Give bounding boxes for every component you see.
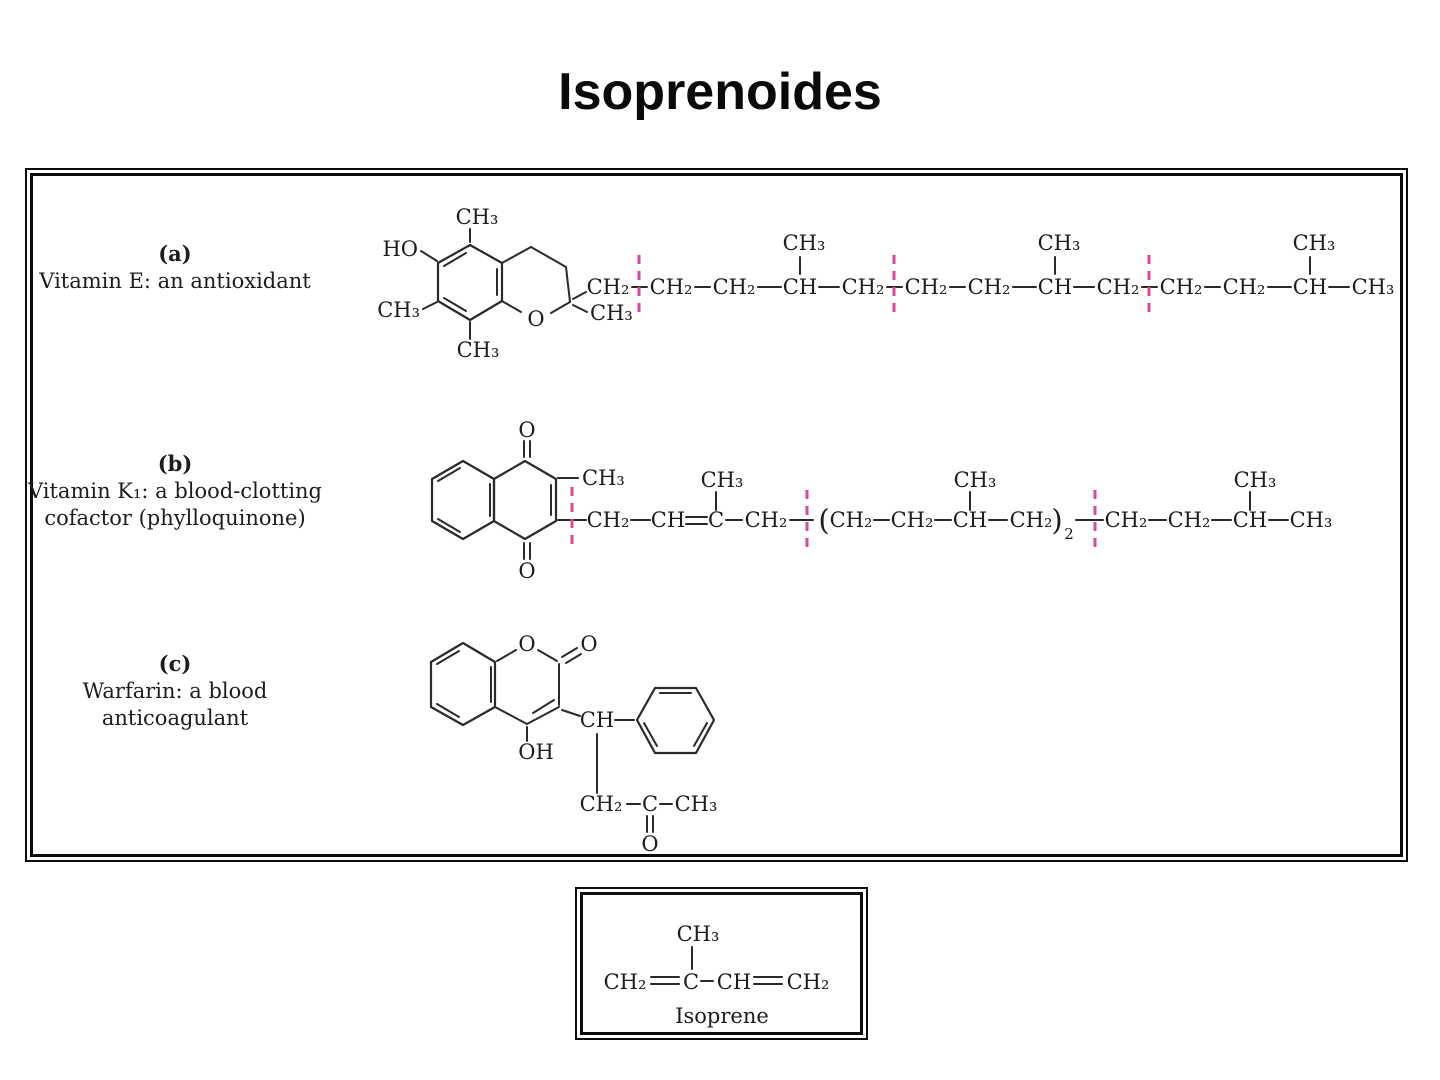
- chain-group: CH₂: [891, 508, 934, 532]
- chain-group: CH₂: [830, 508, 873, 532]
- main-figure-box-inner: [30, 173, 1403, 857]
- branch-methyl: CH₃: [954, 468, 997, 492]
- paren-close: ): [1051, 503, 1062, 537]
- atom-label: CH₃: [457, 338, 500, 362]
- chain-group: CH₂: [1097, 275, 1140, 299]
- page-title: Isoprenoides: [558, 63, 882, 121]
- branch-methyl: CH₃: [1293, 231, 1336, 255]
- chain-group: CH₂: [1105, 508, 1148, 532]
- atom-label: C: [642, 792, 658, 816]
- atom-label: CH₃: [456, 205, 499, 229]
- atom-label: CH₂: [787, 970, 830, 994]
- atom-label: O: [518, 418, 535, 442]
- section-a-label: (a) Vitamin E: an antioxidant: [25, 241, 325, 295]
- branch-methyl: CH₃: [1234, 468, 1277, 492]
- atom-label: CH₂: [604, 970, 647, 994]
- atom-label: C: [683, 970, 699, 994]
- atom-label: O: [641, 832, 658, 856]
- section-c-caption-1: Warfarin: a blood: [82, 678, 268, 703]
- chain-group: CH: [783, 275, 817, 299]
- chain-group: CH₂: [1223, 275, 1266, 299]
- section-c-caption-2: anticoagulant: [101, 705, 249, 730]
- section-a-tag: (a): [158, 241, 192, 266]
- atom-label: O: [518, 632, 535, 656]
- branch-methyl: CH₃: [783, 231, 826, 255]
- chain-group: CH₂: [1010, 508, 1053, 532]
- atom-label: HO: [382, 237, 418, 261]
- isoprene-box-inner: [580, 892, 863, 1035]
- chain-group: CH: [953, 508, 987, 532]
- paren-subscript: 2: [1064, 525, 1074, 543]
- atom-label: CH: [580, 708, 614, 732]
- chain-group: CH₂: [842, 275, 885, 299]
- chain-group: C: [708, 508, 724, 532]
- section-b-caption-1: Vitamin K₁: a blood-clotting: [27, 478, 323, 503]
- isoprene-caption: Isoprene: [675, 1004, 769, 1028]
- section-b-caption-2: cofactor (phylloquinone): [44, 505, 306, 530]
- atom-label: O: [527, 307, 544, 331]
- chain-group: CH₂: [1160, 275, 1203, 299]
- section-a-caption: Vitamin E: an antioxidant: [39, 268, 311, 293]
- main-figure-box: [25, 168, 1408, 862]
- chain-group: CH: [1038, 275, 1072, 299]
- section-c-label: (c) Warfarin: a blood anticoagulant: [25, 651, 325, 732]
- chain-group: CH₂: [587, 508, 630, 532]
- atom-label: CH₃: [590, 301, 633, 325]
- atom-label: CH: [717, 970, 751, 994]
- atom-label: CH₃: [582, 466, 625, 490]
- chain-group: CH₂: [713, 275, 756, 299]
- atom-label: OH: [518, 740, 554, 764]
- atom-label: CH₃: [675, 792, 718, 816]
- section-c-tag: (c): [158, 651, 192, 676]
- chain-group: CH: [1233, 508, 1267, 532]
- isoprene-box: [575, 887, 868, 1040]
- atom-label: CH₃: [377, 298, 420, 322]
- chain-group: CH: [651, 508, 685, 532]
- chain-group: CH₂: [905, 275, 948, 299]
- branch-methyl: CH₃: [701, 468, 744, 492]
- branch-methyl: CH₃: [1038, 231, 1081, 255]
- chain-group: CH₂: [650, 275, 693, 299]
- section-b-label: (b) Vitamin K₁: a blood-clotting cofacto…: [25, 451, 325, 532]
- isoprene-structure: CH₃ CH₂ C CH CH₂ Isoprene: [604, 922, 830, 1028]
- chain-group: CH: [1293, 275, 1327, 299]
- atom-label: O: [518, 559, 535, 583]
- chain-group: CH₃: [1290, 508, 1333, 532]
- paren-open: (: [818, 503, 829, 537]
- vitamin-k1-structure: O O CH₃: [430, 418, 1333, 583]
- vitamin-e-structure: CH₃ HO CH₃ CH₃ O CH₃ CH₂ CH₂: [377, 205, 1394, 362]
- chain-group: CH₂: [968, 275, 1011, 299]
- section-b-tag: (b): [157, 451, 193, 476]
- atom-label: CH₃: [677, 922, 720, 946]
- warfarin-structure: O O OH CH CH₂ C: [429, 632, 718, 856]
- chain-group: CH₂: [587, 275, 630, 299]
- atom-label: O: [580, 632, 597, 656]
- chain-group: CH₂: [745, 508, 788, 532]
- chain-group: CH₃: [1352, 275, 1395, 299]
- atom-label: CH₂: [580, 792, 623, 816]
- chain-group: CH₂: [1168, 508, 1211, 532]
